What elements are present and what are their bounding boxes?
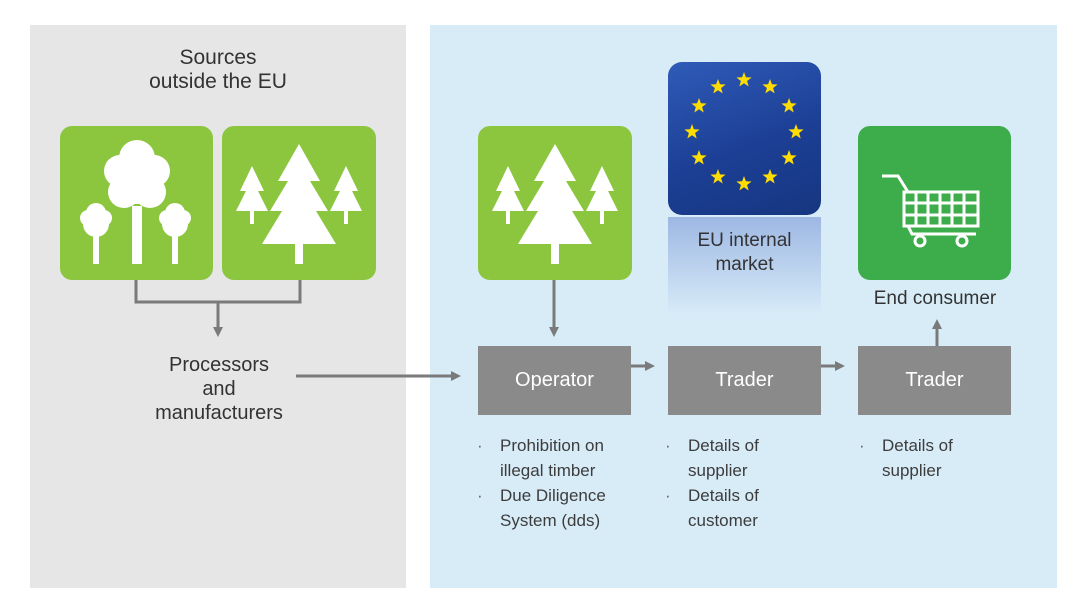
source-merge-line	[134, 280, 302, 304]
conifer-trees-icon	[236, 144, 362, 264]
eu-star-icon	[762, 79, 778, 94]
eu-flag-tile	[668, 62, 821, 215]
eu-flag-icon	[684, 72, 804, 191]
deciduous-trees-icon	[80, 140, 191, 264]
eu-star-icon	[684, 124, 700, 139]
operator-box: Operator	[478, 346, 631, 415]
eu-star-icon	[710, 79, 726, 94]
sources-heading: Sources outside the EU	[149, 46, 287, 93]
end-consumer-label: End consumer	[873, 288, 997, 309]
processors-label: Processors and manufacturers	[155, 354, 283, 424]
eu-star-icon	[736, 72, 752, 87]
eu-star-icon	[736, 176, 752, 191]
eu-star-icon	[710, 169, 726, 184]
eu-market-label: EU internal market	[697, 230, 792, 275]
conifer-trees-icon	[492, 144, 618, 264]
eu-flag-reflection	[668, 217, 821, 327]
eu-star-icon	[762, 169, 778, 184]
trader-box-2: Trader	[858, 346, 1011, 415]
deciduous-forest-tile	[60, 126, 213, 280]
eu-star-icon	[691, 98, 707, 113]
shopping-cart-icon	[882, 174, 980, 248]
end-consumer-tile	[858, 126, 1011, 280]
eu-star-icon	[781, 150, 797, 165]
operator-forest-tile	[478, 126, 632, 280]
trader-box-1: Trader	[668, 346, 821, 415]
eu-star-icon	[691, 150, 707, 165]
conifer-forest-tile	[222, 126, 376, 280]
eu-star-icon	[788, 124, 804, 139]
eu-star-icon	[781, 98, 797, 113]
